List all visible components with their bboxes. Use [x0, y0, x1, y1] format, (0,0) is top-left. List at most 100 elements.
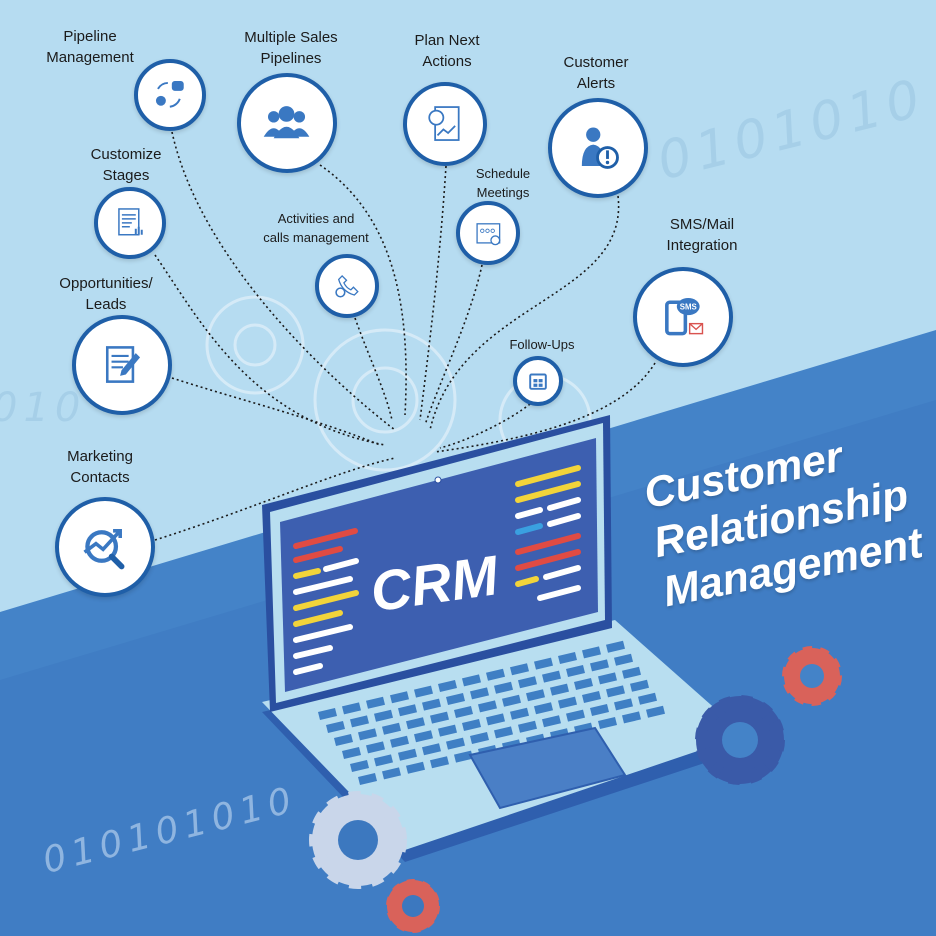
- feature-label: Customize Stages: [90, 146, 162, 184]
- keyboard-key: [470, 687, 489, 700]
- laptop-trackpad[interactable]: [468, 726, 627, 810]
- meeting-folder-icon: [476, 222, 500, 245]
- calendar-icon: [529, 373, 547, 390]
- feature-label: Follow-Ups: [509, 337, 575, 352]
- keyboard-key: [446, 737, 465, 750]
- keyboard-key: [462, 719, 481, 731]
- phone-gear-icon: [334, 274, 359, 298]
- keyboard-key: [374, 709, 393, 722]
- gear-icons: [309, 646, 842, 933]
- keyboard-key: [326, 721, 345, 733]
- feature-schedule-meetings[interactable]: [456, 201, 520, 265]
- keyboard-key: [550, 683, 569, 696]
- keyboard-key: [454, 750, 473, 763]
- keyboard-key: [358, 728, 377, 741]
- keyboard-key: [542, 715, 561, 728]
- keyboard-key: [494, 681, 513, 694]
- keyboard-key: [342, 747, 361, 759]
- keyboard-key: [590, 704, 609, 716]
- sms-mail-icon: SMS: [665, 298, 704, 336]
- keyboard-key: [622, 711, 641, 724]
- keyboard-key: [502, 694, 521, 707]
- keyboard-key: [470, 732, 489, 744]
- keyboard-key: [398, 704, 417, 717]
- keyboard-key: [478, 700, 497, 713]
- keyboard-key: [582, 691, 601, 703]
- keyboard-key: [598, 672, 617, 685]
- keyboard-key: [334, 734, 353, 746]
- document-pen-icon: [106, 346, 141, 384]
- keyboard-key: [542, 670, 561, 683]
- keyboard-key: [518, 720, 537, 733]
- keyboard-key: [606, 640, 625, 653]
- keyboard-key: [590, 659, 609, 672]
- keyboard-key: [438, 724, 457, 737]
- feature-customize-stages[interactable]: [94, 187, 166, 259]
- keyboard-key: [598, 717, 617, 729]
- keyboard-key: [414, 730, 433, 743]
- connector-lines: [154, 131, 656, 541]
- feature-label: Customer Alerts: [563, 54, 629, 92]
- feature-label: Activities and calls management: [263, 211, 369, 245]
- feature-label: Plan Next Actions: [414, 32, 480, 70]
- keyboard-key: [510, 663, 529, 676]
- feature-label: Opportunities/ Leads: [59, 275, 153, 313]
- keyboard-key: [350, 760, 369, 772]
- keyboard-key: [430, 711, 449, 724]
- keyboard-key: [366, 696, 385, 709]
- keyboard-key: [446, 693, 465, 705]
- keyboard-key: [558, 652, 577, 664]
- feature-sms-mail-integration[interactable]: SMS: [633, 267, 733, 367]
- feature-marketing-contacts[interactable]: [55, 497, 155, 597]
- keyboard-key: [486, 713, 505, 726]
- keyboard-key: [574, 678, 593, 690]
- keyboard-key: [534, 657, 553, 670]
- keyboard-key: [422, 698, 441, 711]
- keyboard-key: [430, 756, 449, 769]
- keyboard-key: [558, 696, 577, 709]
- feature-pipeline-management[interactable]: [134, 59, 206, 131]
- pipeline-cycle-icon: [156, 81, 184, 108]
- keyboard-key: [526, 689, 545, 702]
- document-chart-icon: [118, 208, 143, 236]
- feature-label: Marketing Contacts: [67, 448, 133, 486]
- feature-follow-ups[interactable]: [513, 356, 563, 406]
- keyboard-key: [518, 676, 537, 689]
- keyboard-key: [382, 722, 401, 735]
- magnifier-growth-icon: [83, 529, 125, 570]
- keyboard-key: [614, 698, 633, 711]
- keyboard-key: [390, 691, 409, 704]
- keyboard-key: [646, 705, 665, 718]
- keyboard-key: [406, 761, 425, 774]
- report-chart-icon: [428, 106, 461, 142]
- feature-label: Pipeline Management: [46, 28, 134, 66]
- feature-label: Multiple Sales Pipelines: [244, 29, 338, 67]
- keyboard-key: [582, 646, 601, 659]
- keyboard-key: [510, 707, 529, 720]
- keyboard-key: [614, 653, 633, 666]
- feature-activities-calls[interactable]: [315, 254, 379, 318]
- keyboard-key: [398, 748, 417, 761]
- keyboard-key: [414, 685, 433, 698]
- keyboard-key: [374, 754, 393, 767]
- keyboard-key: [566, 665, 585, 677]
- feature-customer-alerts[interactable]: [548, 98, 648, 198]
- keyboard-key: [622, 666, 641, 679]
- feature-plan-next-actions[interactable]: [403, 82, 487, 166]
- feature-opportunities-leads[interactable]: [72, 315, 172, 415]
- keyboard-key: [422, 743, 441, 756]
- keyboard-key: [318, 708, 337, 720]
- keyboard-key: [638, 692, 657, 705]
- screen-code-lines: [293, 465, 581, 675]
- keyboard-key: [630, 679, 649, 692]
- people-group-icon: [264, 106, 310, 139]
- keyboard-key: [494, 726, 513, 739]
- keyboard-key: [382, 767, 401, 780]
- keyboard-key: [350, 715, 369, 728]
- sms-badge-text: SMS: [680, 303, 697, 312]
- keyboard-key: [342, 702, 361, 715]
- feature-label: Schedule Meetings: [475, 166, 531, 200]
- feature-multiple-sales-pipelines[interactable]: [237, 73, 337, 173]
- keyboard-key: [566, 709, 585, 722]
